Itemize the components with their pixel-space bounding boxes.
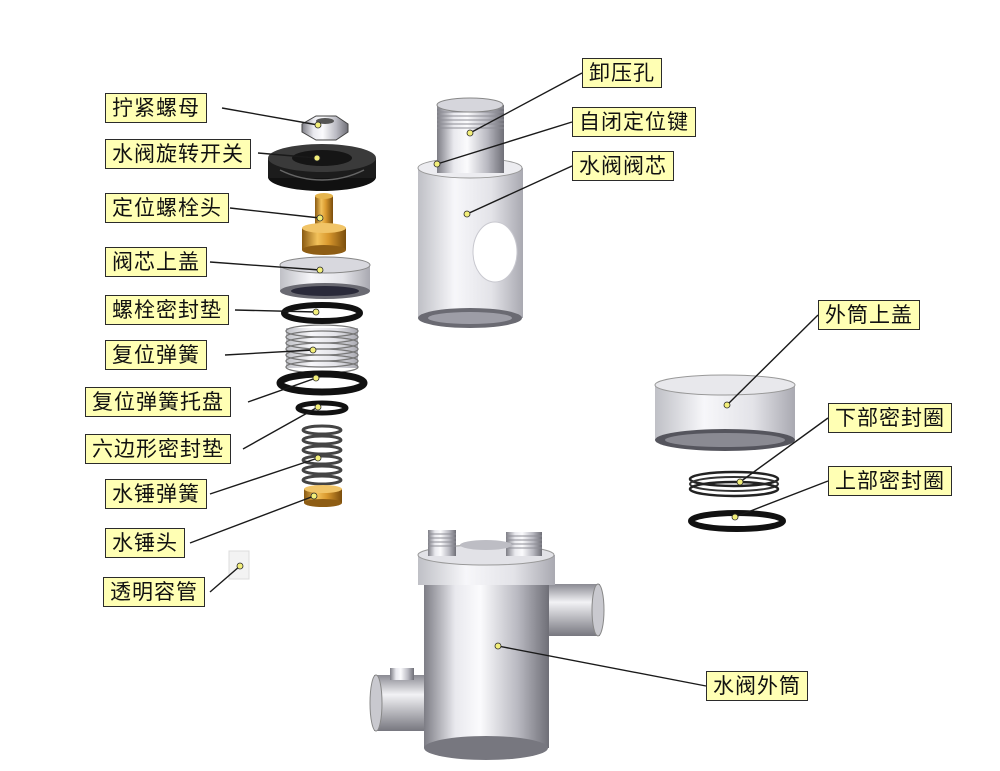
label-relief-hole: 卸压孔 [582,58,662,88]
lower-seal-ring-part [688,470,780,498]
label-outer-cap: 外筒上盖 [818,300,920,330]
label-hammer-spring: 水锤弹簧 [105,479,207,509]
locating-bolt-head-part [302,193,346,255]
label-valve-outer-barrel: 水阀外筒 [706,671,808,701]
label-bolt-seal-gasket: 螺栓密封垫 [105,295,229,325]
label-return-spring: 复位弹簧 [105,340,207,370]
label-return-spring-tray: 复位弹簧托盘 [85,387,231,417]
valve-outer-barrel-part [369,530,605,760]
hex-seal-gasket-part [295,400,349,416]
label-tighten-nut: 拧紧螺母 [105,93,207,123]
valve-core-part [417,97,523,328]
rotary-switch-part [268,144,376,191]
outer-cap-part [654,374,796,451]
label-upper-seal-ring: 上部密封圈 [828,466,952,496]
return-spring-part [285,324,359,374]
label-rotary-switch: 水阀旋转开关 [105,139,251,169]
hammer-head-part [304,485,342,507]
label-locating-bolt-head: 定位螺栓头 [105,193,229,223]
hammer-spring-part [301,424,343,486]
label-hammer-head: 水锤头 [105,528,185,558]
tighten-nut-part [301,115,349,141]
leader-dots [236,121,744,650]
label-lower-seal-ring: 下部密封圈 [828,403,952,433]
core-cap-part [279,256,371,299]
label-transparent-tube: 透明容管 [103,577,205,607]
upper-seal-ring-part [688,510,786,532]
label-core-cap: 阀芯上盖 [105,247,207,277]
bolt-seal-gasket-part [281,302,363,324]
return-spring-tray-part [276,370,368,396]
label-hex-seal-gasket: 六边形密封垫 [85,434,231,464]
label-self-lock-key: 自闭定位键 [572,107,696,137]
label-valve-core: 水阀阀芯 [572,151,674,181]
leader-lines [189,72,829,687]
